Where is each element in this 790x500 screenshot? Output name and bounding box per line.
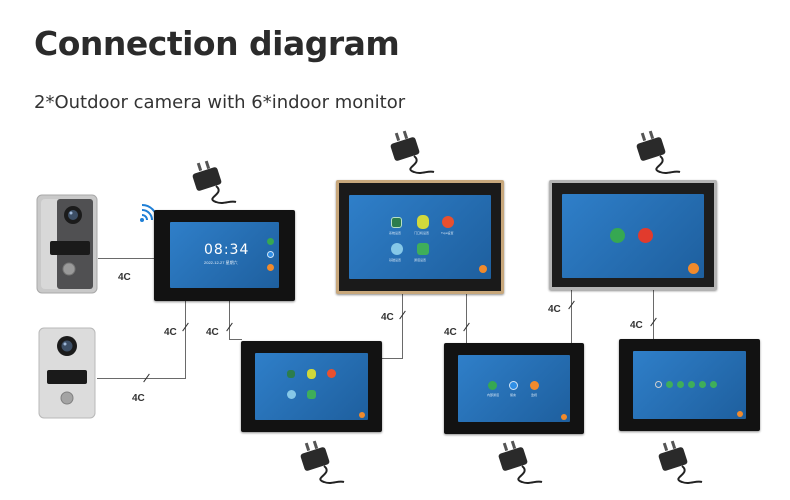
intercom-icon (488, 381, 497, 390)
page-subtitle: 2*Outdoor camera with 6*indoor monitor (34, 92, 406, 113)
status-icon (666, 381, 673, 388)
back-icon (561, 414, 567, 420)
door-settings-icon (417, 215, 429, 229)
wire-main-monB (229, 300, 230, 340)
alert-icon (267, 264, 274, 271)
call-settings-icon (307, 390, 316, 399)
menu-label: 通话设置 (414, 258, 427, 262)
menu-label: 系统设置 (389, 231, 402, 235)
phone-icon (267, 238, 274, 245)
wire-label: 4C (381, 312, 394, 323)
basic-settings-icon (287, 390, 296, 399)
indoor-monitor-f (619, 339, 760, 431)
wire-monB-monC (380, 358, 403, 359)
status-icon (688, 381, 695, 388)
indoor-monitor-d: 内部通话 留言 监视 (444, 343, 584, 434)
clock-date: 2022-12-27 星期六 (204, 260, 238, 265)
message-icon (509, 381, 518, 390)
outdoor-camera-2 (38, 327, 96, 419)
page-title: Connection diagram (34, 24, 400, 63)
message-icon (267, 251, 274, 258)
menu-label: 门口机设置 (414, 231, 430, 235)
settings-icon (391, 217, 402, 228)
call-settings-icon (417, 243, 429, 255)
power-adapter-icon (498, 440, 543, 484)
indoor-monitor-c: 系统设置 门口机设置 Tuya设置 基础设置 通话设置 (336, 180, 504, 294)
tuya-icon (442, 216, 454, 228)
wire-label: 4C (444, 327, 457, 338)
door-settings-icon (307, 369, 316, 379)
indoor-monitor-b (241, 341, 382, 432)
wire-monE-monF (653, 290, 654, 341)
menu-label: 基础设置 (389, 258, 402, 262)
call-label: 监视 (531, 393, 538, 397)
accept-call-icon (610, 228, 625, 243)
call-label: 留言 (510, 393, 517, 397)
back-icon (688, 263, 699, 274)
menu-label: Tuya设置 (441, 231, 454, 235)
outdoor-camera-1 (36, 194, 98, 294)
wire-label: 4C (118, 272, 131, 283)
wire-label: 4C (630, 320, 643, 331)
wire-monC-monD (466, 293, 467, 343)
back-icon (737, 411, 743, 417)
wire-cam2-vertical (185, 300, 186, 379)
wire-monD-monE (571, 290, 572, 343)
wire-label: 4C (206, 327, 219, 338)
basic-settings-icon (391, 243, 403, 255)
wire-monB-monC-v (402, 293, 403, 359)
status-icon (677, 381, 684, 388)
power-adapter-icon (300, 440, 345, 484)
power-adapter-icon (636, 130, 681, 174)
monitor-screen (255, 353, 368, 420)
wire-main-monB-h (229, 339, 242, 340)
wire-label: 4C (548, 304, 561, 315)
wire-label: 4C (132, 393, 145, 404)
monitor-screen: 08:34 2022-12-27 星期六 (170, 222, 279, 288)
status-icon (655, 381, 662, 388)
power-adapter-icon (192, 160, 237, 204)
monitor-screen (633, 351, 746, 419)
call-label: 内部通话 (487, 393, 500, 397)
settings-icon (287, 370, 295, 378)
status-icon (710, 381, 717, 388)
power-adapter-icon (390, 130, 435, 174)
wire-cam1-main (98, 258, 156, 259)
indoor-monitor-main: 08:34 2022-12-27 星期六 (154, 210, 295, 301)
indoor-monitor-e (549, 180, 717, 290)
back-icon (359, 412, 365, 418)
reject-call-icon (638, 228, 653, 243)
monitor-icon (530, 381, 539, 390)
monitor-screen (562, 194, 704, 278)
monitor-screen: 系统设置 门口机设置 Tuya设置 基础设置 通话设置 (349, 195, 491, 279)
tuya-icon (327, 369, 336, 378)
wire-label: 4C (164, 327, 177, 338)
wifi-icon (140, 204, 158, 222)
back-icon (479, 265, 487, 273)
clock-time: 08:34 (204, 242, 250, 258)
power-adapter-icon (658, 440, 703, 484)
monitor-screen: 内部通话 留言 监视 (458, 355, 570, 422)
wire-cam2-main (97, 378, 186, 379)
status-icon (699, 381, 706, 388)
